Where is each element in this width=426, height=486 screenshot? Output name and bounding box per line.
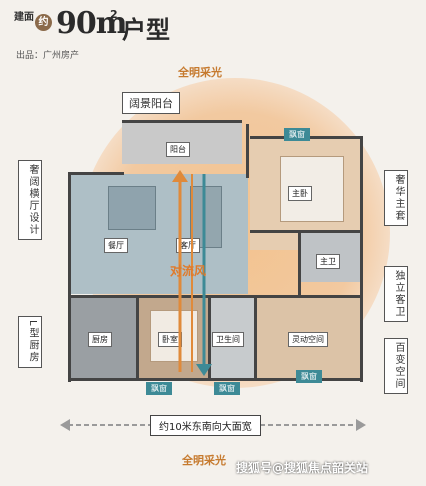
balcony-callout: 阔景阳台 (122, 92, 180, 114)
approx-badge: 约 (35, 14, 52, 31)
light-bottom-label: 全明采光 (182, 454, 226, 467)
convection-arrows (172, 170, 212, 376)
convection-label: 对流风 (170, 264, 207, 278)
bath-label: 卫生间 (212, 332, 244, 347)
note-l-kitchen: L型厨房 (18, 316, 42, 368)
floor-type: 户型 (122, 16, 170, 44)
master-label: 主卧 (288, 186, 312, 201)
master-bath-label: 主卫 (316, 254, 340, 269)
floor-plan: 阳台 主卧 餐厅 客厅 主卫 厨房 卧室 卫生间 灵动空间 对流风 飘窗 飘窗 … (68, 120, 368, 395)
window-tag-flex: 飘窗 (296, 370, 322, 383)
sofa (190, 186, 222, 248)
living-label: 客厅 (176, 238, 200, 253)
kitchen-label: 厨房 (88, 332, 112, 347)
flex-label: 灵动空间 (288, 332, 328, 347)
note-flex-space: 百变空间 (384, 338, 408, 394)
window-tag-master: 飘窗 (284, 128, 310, 141)
area-label: 建面 (14, 12, 34, 23)
producer-text: 出品：广州房产 (16, 51, 80, 61)
balcony-label: 阳台 (166, 142, 190, 157)
window-tag-bath: 飘窗 (214, 382, 240, 395)
dining-table (108, 186, 156, 230)
area-unit-sup: 2 (110, 8, 118, 21)
note-master-suite: 奢华主套 (384, 170, 408, 226)
light-top-label: 全明采光 (178, 66, 222, 79)
dining-label: 餐厅 (104, 238, 128, 253)
width-label: 约10米东南向大面宽 (150, 415, 261, 436)
area-size: 90m (56, 6, 127, 41)
note-wide-hall: 奢阔横厅设计 (18, 160, 42, 240)
window-tag-bedroom: 飘窗 (146, 382, 172, 395)
watermark: 搜狐号@搜狐焦点韶关站 (236, 461, 369, 475)
note-guest-bath: 独立客卫 (384, 266, 408, 322)
